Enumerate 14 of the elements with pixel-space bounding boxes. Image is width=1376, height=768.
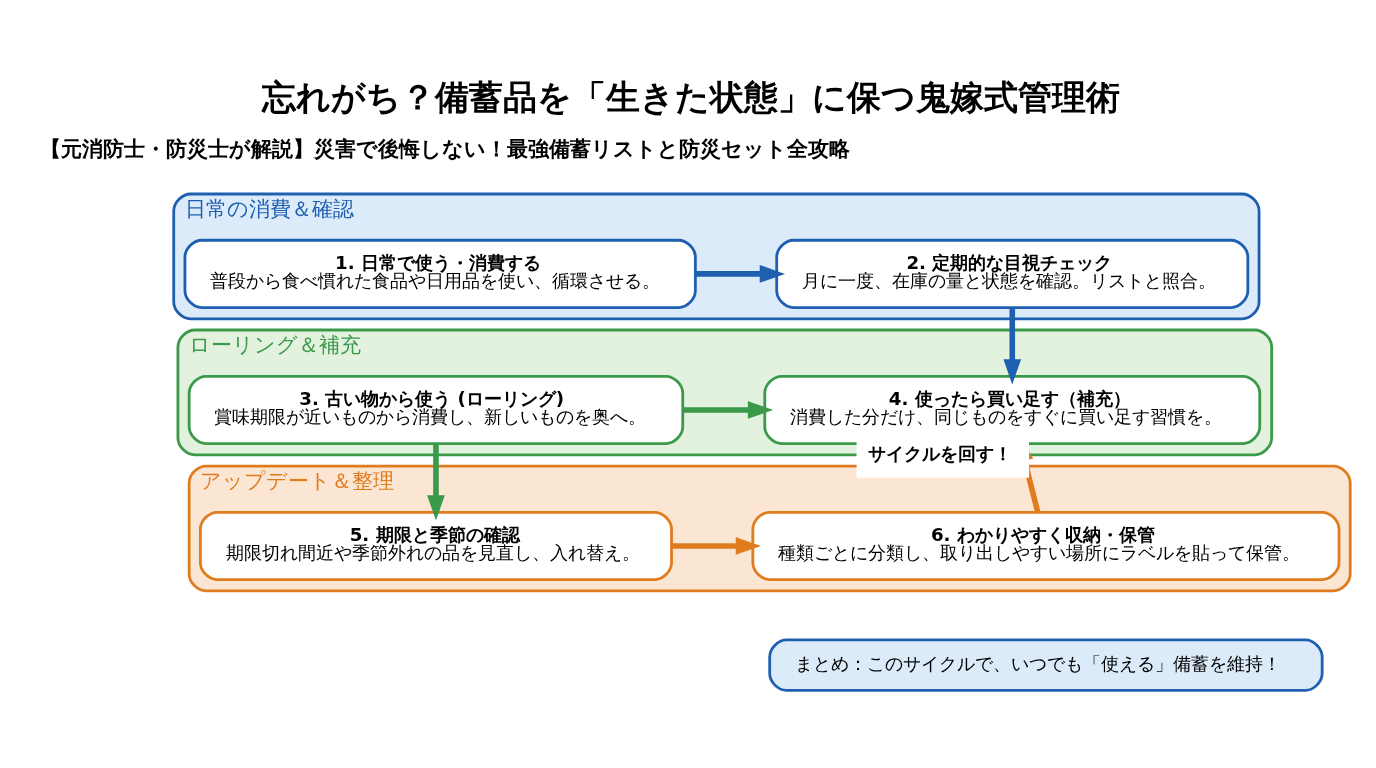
node-box: 2. 定期的な目視チェック 月に一度、在庫の量と状態を確認。リストと照合。: [775, 238, 1250, 309]
node-box: 3. 古い物から使う (ローリング) 賞味期限が近いものから消費し、新しいものを奥へ。: [187, 374, 685, 445]
diagram-title: 忘れがち？備蓄品を「生きた状態」に保つ鬼嫁式管理術: [262, 77, 1121, 117]
label: 【元消防士・防災士が解説】災害で後悔しない！最強備蓄リストと防災セット全攻略: [39, 136, 850, 162]
node-box: まとめ：このサイクルで、いつでも「使える」備蓄を維持！: [768, 638, 1324, 692]
node-box: 1. 日常で使う・消費する 普段から食べ慣れた食品や日用品を使い、循環させる。: [183, 238, 697, 309]
node-box: 4. 使ったら買い足す（補充） 消費した分だけ、同じものをすぐに買い足す習慣を。: [763, 374, 1262, 445]
arrow: [683, 401, 774, 419]
arrow: [671, 537, 762, 555]
node-box: 5. 期限と季節の確認 期限切れ間近や季節外れの品を見直し、入れ替え。: [198, 510, 673, 581]
arrow: [1003, 308, 1022, 385]
node-box: 6. わかりやすく収納・保管 種類ごとに分類し、取り出しやすい場所にラベルを貼って保管。: [751, 510, 1341, 581]
arrow: [695, 265, 786, 283]
arrow: [427, 444, 445, 521]
